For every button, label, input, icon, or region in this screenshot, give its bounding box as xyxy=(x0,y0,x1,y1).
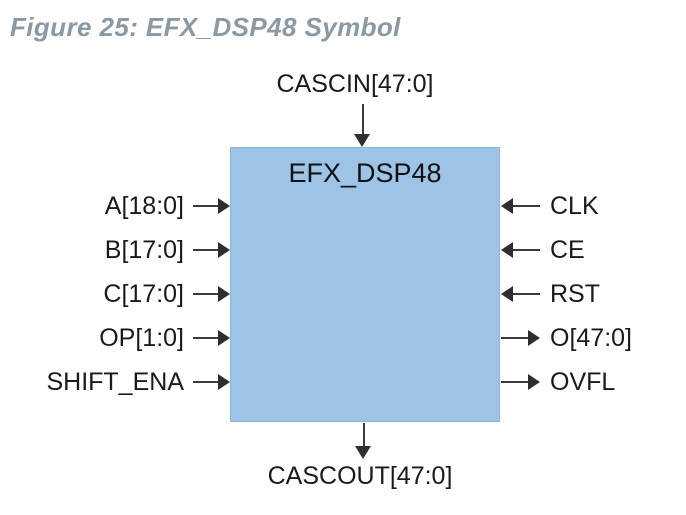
o-arrow-shaft xyxy=(501,337,528,339)
b-arrow-shaft xyxy=(193,249,219,251)
op-arrow-shaft xyxy=(193,337,219,339)
arrow-right-icon xyxy=(218,242,230,258)
arrow-right-icon xyxy=(528,330,540,346)
port-row-ovfl: OVFL xyxy=(0,367,686,397)
arrow-right-icon xyxy=(218,330,230,346)
figure-title: Figure 25: EFX_DSP48 Symbol xyxy=(10,12,401,42)
port-row-a: A[18:0] xyxy=(0,191,686,221)
port-label-o: O[47:0] xyxy=(550,324,632,352)
port-label-cascin: CASCIN[47:0] xyxy=(276,70,434,98)
clk-arrow-shaft xyxy=(513,205,540,207)
arrow-down-icon xyxy=(355,446,371,459)
port-row-o: O[47:0] xyxy=(0,323,686,353)
ce-arrow-shaft xyxy=(513,249,540,251)
arrow-right-icon xyxy=(528,374,540,390)
port-label-a: A[18:0] xyxy=(104,192,184,220)
arrow-left-icon xyxy=(501,198,513,214)
ovfl-arrow-shaft xyxy=(501,381,528,383)
port-label-rst: RST xyxy=(550,280,600,308)
block-name: EFX_DSP48 xyxy=(288,158,442,188)
arrow-right-icon xyxy=(218,198,230,214)
rst-arrow-shaft xyxy=(513,293,540,295)
cascin-arrow-shaft xyxy=(362,104,364,135)
arrow-right-icon xyxy=(218,374,230,390)
port-label-clk: CLK xyxy=(550,192,599,220)
port-row-ce: CE xyxy=(0,235,686,265)
port-label-ovfl: OVFL xyxy=(550,368,616,396)
arrow-down-icon xyxy=(354,134,370,147)
port-row-clk: CLK xyxy=(0,191,686,221)
port-row-shift-ena: SHIFT_ENA xyxy=(0,367,686,397)
cascout-arrow-shaft xyxy=(363,423,365,447)
port-row-c: C[17:0] xyxy=(0,279,686,309)
arrow-left-icon xyxy=(501,242,513,258)
arrow-right-icon xyxy=(218,286,230,302)
port-label-b: B[17:0] xyxy=(104,236,184,264)
port-label-c: C[17:0] xyxy=(103,280,184,308)
dsp48-block: EFX_DSP48 xyxy=(230,147,500,422)
arrow-left-icon xyxy=(501,286,513,302)
port-row-rst: RST xyxy=(0,279,686,309)
port-label-op: OP[1:0] xyxy=(99,324,184,352)
port-row-op: OP[1:0] xyxy=(0,323,686,353)
c-arrow-shaft xyxy=(193,293,219,295)
port-label-shift-ena: SHIFT_ENA xyxy=(46,368,184,396)
port-label-ce: CE xyxy=(550,236,585,264)
shift-ena-arrow-shaft xyxy=(193,381,219,383)
port-row-b: B[17:0] xyxy=(0,235,686,265)
a-arrow-shaft xyxy=(193,205,219,207)
port-label-cascout: CASCOUT[47:0] xyxy=(267,462,453,490)
